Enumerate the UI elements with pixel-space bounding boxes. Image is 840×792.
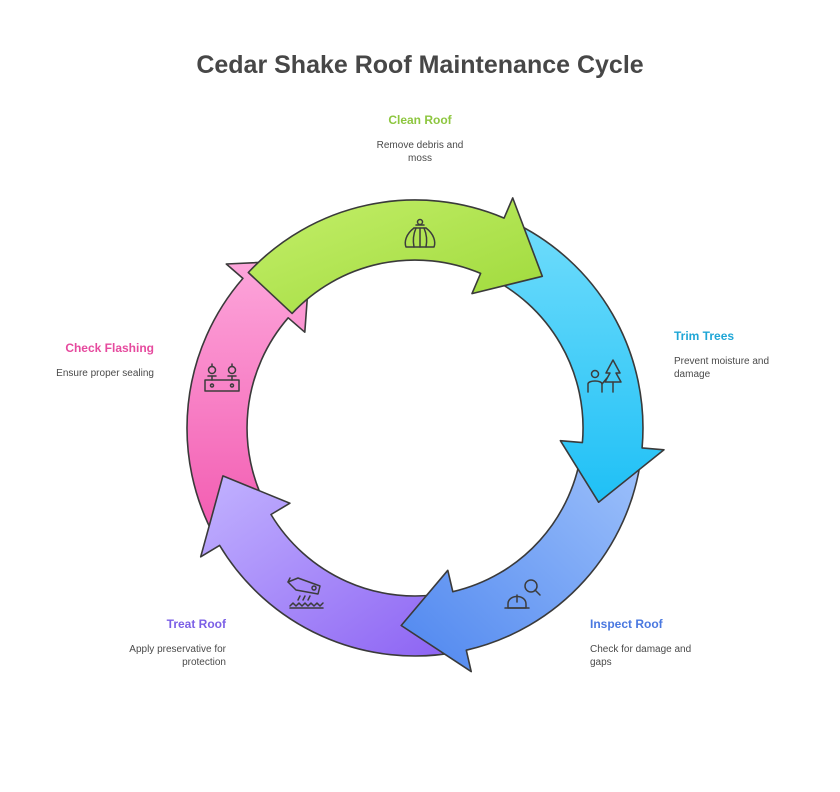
step-desc-treat-roof: Apply preservative for protection	[129, 644, 226, 668]
step-title-trim-trees: Trim Trees	[674, 329, 735, 343]
arrow-treat-roof	[199, 475, 460, 657]
hardhat-magnifier-icon	[504, 579, 541, 609]
step-desc-clean-roof: Remove debris and moss	[376, 140, 464, 164]
diagram-title: Cedar Shake Roof Maintenance Cycle	[196, 51, 644, 79]
step-title-inspect-roof: Inspect Roof	[590, 617, 663, 631]
step-title-clean-roof: Clean Roof	[388, 113, 452, 127]
arrow-check-flashing	[186, 259, 311, 540]
sprayer-icon	[287, 577, 324, 609]
step-desc-check-flashing: Ensure proper sealing	[56, 368, 154, 379]
flashing-valves-icon	[204, 363, 240, 392]
step-desc-trim-trees: Prevent moisture and damage	[674, 356, 770, 380]
brush-icon	[404, 218, 436, 248]
person-tree-icon	[587, 359, 622, 393]
step-desc-inspect-roof: Check for damage and gaps	[590, 644, 692, 668]
arrow-trim-trees	[485, 220, 665, 503]
arrow-inspect-roof	[400, 447, 643, 673]
step-title-check-flashing: Check Flashing	[65, 341, 154, 355]
step-title-treat-roof: Treat Roof	[166, 617, 226, 631]
arrow-clean-roof	[247, 197, 544, 315]
